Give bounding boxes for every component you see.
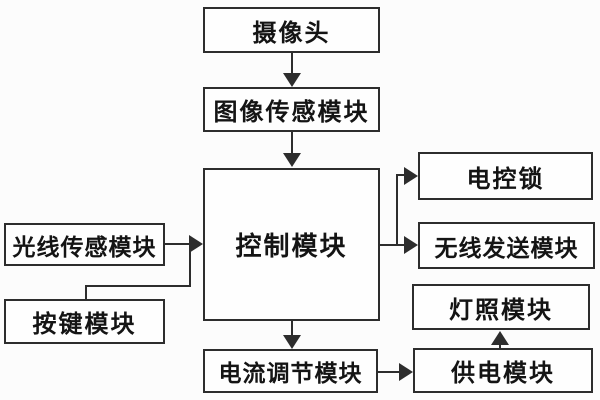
edge-button-control-vertical-line bbox=[189, 245, 191, 287]
node-camera-label: 摄像头 bbox=[252, 20, 331, 47]
node-current-regulation-module-label: 电流调节模块 bbox=[218, 361, 363, 386]
edge-light-sensor-control-line bbox=[165, 243, 190, 245]
edge-camera-image-sensor-line bbox=[291, 52, 293, 75]
node-button-module: 按键模块 bbox=[4, 299, 165, 344]
edge-control-right-branch-line bbox=[380, 244, 406, 246]
edge-light-sensor-control-arrowhead-icon bbox=[189, 235, 203, 253]
edge-image-sensor-control-line bbox=[291, 131, 293, 156]
edge-current-regulation-power-line bbox=[378, 371, 400, 373]
node-image-sensor-module: 图像传感模块 bbox=[203, 87, 380, 132]
edge-power-lighting-line bbox=[499, 344, 501, 349]
node-wireless-send-module: 无线发送模块 bbox=[418, 222, 595, 269]
edge-control-electric-lock-arrowhead-icon bbox=[404, 167, 418, 185]
node-light-sensor-module: 光线传感模块 bbox=[4, 223, 165, 266]
edge-button-control-riser-line bbox=[85, 285, 87, 300]
edge-current-regulation-power-arrowhead-icon bbox=[399, 363, 413, 381]
node-camera: 摄像头 bbox=[203, 7, 380, 53]
node-lighting-module-label: 灯照模块 bbox=[449, 297, 553, 324]
edge-power-lighting-arrowhead-icon bbox=[491, 331, 509, 345]
edge-control-electric-lock-horizontal-line bbox=[396, 174, 405, 176]
node-current-regulation-module: 电流调节模块 bbox=[203, 349, 378, 393]
node-electric-lock-label: 电控锁 bbox=[466, 166, 545, 193]
edge-control-wireless-send-arrowhead-icon bbox=[404, 236, 418, 254]
edge-camera-image-sensor-arrowhead-icon bbox=[283, 73, 301, 87]
node-power-supply-module: 供电模块 bbox=[413, 348, 593, 393]
edge-control-current-regulation-line bbox=[291, 320, 293, 336]
edge-image-sensor-control-arrowhead-icon bbox=[283, 153, 301, 167]
node-electric-lock: 电控锁 bbox=[418, 152, 593, 200]
node-image-sensor-module-label: 图像传感模块 bbox=[213, 100, 370, 126]
node-control-module: 控制模块 bbox=[203, 168, 380, 321]
edge-control-current-regulation-arrowhead-icon bbox=[283, 335, 301, 349]
edge-control-electric-lock-vertical-line bbox=[396, 174, 398, 246]
node-lighting-module: 灯照模块 bbox=[412, 284, 590, 330]
edge-button-control-horizontal-line bbox=[85, 285, 191, 287]
node-power-supply-module-label: 供电模块 bbox=[451, 361, 555, 387]
node-wireless-send-module-label: 无线发送模块 bbox=[434, 235, 579, 261]
node-light-sensor-module-label: 光线传感模块 bbox=[12, 234, 157, 260]
node-control-module-label: 控制模块 bbox=[235, 232, 348, 261]
node-button-module-label: 按键模块 bbox=[32, 312, 137, 338]
